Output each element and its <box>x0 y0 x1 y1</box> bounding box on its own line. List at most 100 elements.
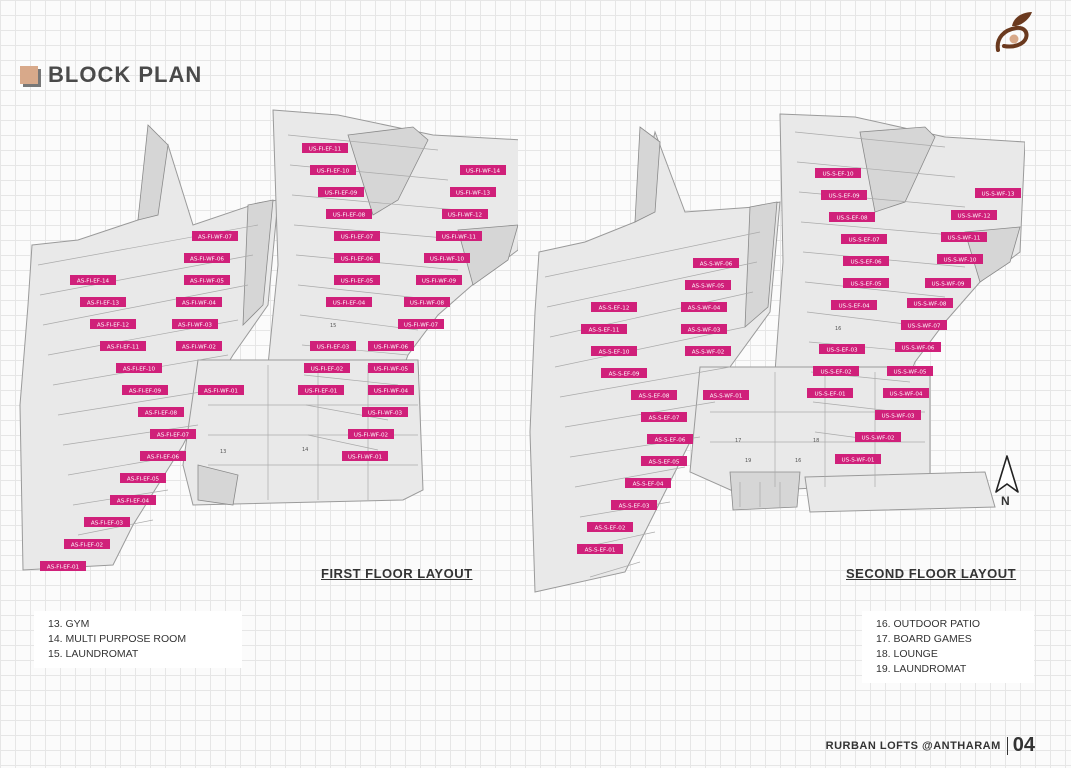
svg-text:US-FI-EF-07: US-FI-EF-07 <box>341 235 374 241</box>
legend-item: 18. LOUNGE <box>876 648 938 660</box>
legend-item: 16. OUTDOOR PATIO <box>876 618 981 630</box>
svg-text:US-FI-WF-08: US-FI-WF-08 <box>410 301 445 307</box>
room-label: US-FI-WF-03 <box>362 407 408 417</box>
room-label: US-S-EF-04 <box>831 300 877 310</box>
svg-text:AS-FI-EF-13: AS-FI-EF-13 <box>87 301 120 307</box>
second-floor-drawing: AS-S-EF-12AS-S-EF-11AS-S-EF-10AS-S-EF-09… <box>529 113 1025 593</box>
room-label: US-S-WF-13 <box>975 188 1021 198</box>
svg-text:US-S-EF-01: US-S-EF-01 <box>814 392 846 398</box>
room-label: AS-FI-EF-04 <box>110 495 156 505</box>
svg-text:AS-S-EF-04: AS-S-EF-04 <box>633 482 664 488</box>
svg-text:US-S-EF-05: US-S-EF-05 <box>850 282 882 288</box>
room-label: AS-FI-EF-06 <box>140 451 186 461</box>
room-label: US-FI-EF-05 <box>334 275 380 285</box>
svg-text:US-FI-EF-02: US-FI-EF-02 <box>311 367 343 373</box>
svg-text:AS-FI-EF-11: AS-FI-EF-11 <box>107 345 140 351</box>
svg-text:US-S-EF-02: US-S-EF-02 <box>820 370 851 376</box>
svg-text:AS-S-EF-05: AS-S-EF-05 <box>649 460 680 466</box>
svg-text:AS-S-EF-08: AS-S-EF-08 <box>639 394 670 400</box>
area-number: 17 <box>735 438 741 444</box>
svg-text:AS-S-EF-10: AS-S-EF-10 <box>599 350 630 356</box>
room-label: AS-FI-WF-03 <box>172 319 218 329</box>
legend-item: 14. MULTI PURPOSE ROOM <box>48 633 187 645</box>
svg-text:US-S-WF-09: US-S-WF-09 <box>932 282 965 288</box>
room-label: US-FI-EF-11 <box>302 143 348 153</box>
svg-text:AS-FI-EF-04: AS-FI-EF-04 <box>117 499 150 505</box>
room-label: US-FI-WF-04 <box>368 385 414 395</box>
svg-text:US-S-EF-08: US-S-EF-08 <box>836 216 868 222</box>
area-number: 15 <box>330 323 336 329</box>
svg-text:AS-S-EF-12: AS-S-EF-12 <box>599 306 630 312</box>
room-label: AS-FI-WF-04 <box>176 297 222 307</box>
room-label: AS-FI-EF-02 <box>64 539 110 549</box>
title-accent-square <box>20 66 38 84</box>
page-title-block: BLOCK PLAN <box>20 62 202 88</box>
svg-text:AS-S-EF-11: AS-S-EF-11 <box>589 328 620 334</box>
room-label: US-S-EF-03 <box>819 344 865 354</box>
area-number: 19 <box>745 458 751 464</box>
svg-text:US-FI-EF-10: US-FI-EF-10 <box>317 169 350 175</box>
svg-text:US-S-WF-11: US-S-WF-11 <box>948 236 981 242</box>
first-floor-legend: 13. GYM 14. MULTI PURPOSE ROOM 15. LAUND… <box>34 611 242 668</box>
svg-text:US-S-WF-07: US-S-WF-07 <box>908 324 941 330</box>
svg-text:AS-FI-EF-06: AS-FI-EF-06 <box>147 455 180 461</box>
svg-text:US-FI-EF-04: US-FI-EF-04 <box>333 301 366 307</box>
svg-text:AS-S-EF-01: AS-S-EF-01 <box>585 548 616 554</box>
room-label: AS-S-WF-03 <box>681 324 727 334</box>
svg-text:US-FI-WF-05: US-FI-WF-05 <box>374 367 409 373</box>
svg-text:US-S-EF-10: US-S-EF-10 <box>822 172 854 178</box>
room-label: US-S-WF-06 <box>895 342 941 352</box>
svg-text:AS-FI-WF-07: AS-FI-WF-07 <box>198 235 232 241</box>
svg-text:US-FI-WF-13: US-FI-WF-13 <box>456 191 491 197</box>
room-label: US-FI-EF-07 <box>334 231 380 241</box>
svg-text:AS-S-WF-01: AS-S-WF-01 <box>710 394 743 400</box>
room-label: AS-FI-EF-11 <box>100 341 146 351</box>
room-label: AS-FI-WF-07 <box>192 231 238 241</box>
area-number: 16 <box>835 326 841 332</box>
room-label: AS-S-EF-10 <box>591 346 637 356</box>
legend-item: 19. LAUNDROMAT <box>876 663 967 675</box>
room-label: US-FI-WF-09 <box>416 275 462 285</box>
room-label: US-S-EF-01 <box>807 388 853 398</box>
svg-text:US-FI-WF-07: US-FI-WF-07 <box>404 323 439 329</box>
svg-text:US-FI-WF-14: US-FI-WF-14 <box>466 169 501 175</box>
legend-item: 17. BOARD GAMES <box>876 633 972 645</box>
north-arrow-icon <box>995 455 1019 493</box>
room-label: US-S-EF-08 <box>829 212 875 222</box>
room-label: AS-FI-EF-08 <box>138 407 184 417</box>
room-label: US-FI-WF-01 <box>342 451 388 461</box>
svg-text:AS-S-WF-04: AS-S-WF-04 <box>688 306 721 312</box>
svg-text:US-S-WF-10: US-S-WF-10 <box>944 258 977 264</box>
room-label: AS-S-EF-03 <box>611 500 657 510</box>
svg-text:AS-FI-WF-02: AS-FI-WF-02 <box>182 345 216 351</box>
second-floor-caption: SECOND FLOOR LAYOUT <box>846 566 1017 581</box>
room-label: US-S-EF-10 <box>815 168 861 178</box>
svg-text:US-S-WF-13: US-S-WF-13 <box>982 192 1015 198</box>
room-label: AS-FI-WF-06 <box>184 253 230 263</box>
room-label: US-S-WF-02 <box>855 432 901 442</box>
svg-text:US-FI-EF-06: US-FI-EF-06 <box>341 257 374 263</box>
svg-text:US-S-WF-02: US-S-WF-02 <box>862 436 895 442</box>
svg-text:AS-S-EF-02: AS-S-EF-02 <box>595 526 626 532</box>
area-number: 16 <box>795 458 801 464</box>
room-label: US-S-EF-09 <box>821 190 867 200</box>
first-floor-room-labels: AS-FI-EF-14AS-FI-EF-13AS-FI-EF-12AS-FI-E… <box>40 143 506 571</box>
svg-text:US-S-WF-08: US-S-WF-08 <box>914 302 947 308</box>
svg-text:AS-S-WF-05: AS-S-WF-05 <box>692 284 725 290</box>
room-label: AS-S-EF-09 <box>601 368 647 378</box>
room-label: US-FI-WF-13 <box>450 187 496 197</box>
second-floor-legend: 16. OUTDOOR PATIO 17. BOARD GAMES 18. LO… <box>862 611 1034 683</box>
svg-text:US-FI-WF-06: US-FI-WF-06 <box>374 345 409 351</box>
room-label: US-S-WF-01 <box>835 454 881 464</box>
svg-text:US-FI-EF-05: US-FI-EF-05 <box>341 279 374 285</box>
room-label: US-FI-EF-01 <box>298 385 344 395</box>
svg-text:AS-S-EF-07: AS-S-EF-07 <box>649 416 680 422</box>
brand-logo <box>995 12 1032 52</box>
svg-text:AS-FI-WF-01: AS-FI-WF-01 <box>204 389 238 395</box>
svg-text:US-S-EF-07: US-S-EF-07 <box>848 238 880 244</box>
svg-text:US-S-WF-01: US-S-WF-01 <box>842 458 875 464</box>
room-label: AS-S-EF-05 <box>641 456 687 466</box>
room-label: AS-S-EF-11 <box>581 324 627 334</box>
